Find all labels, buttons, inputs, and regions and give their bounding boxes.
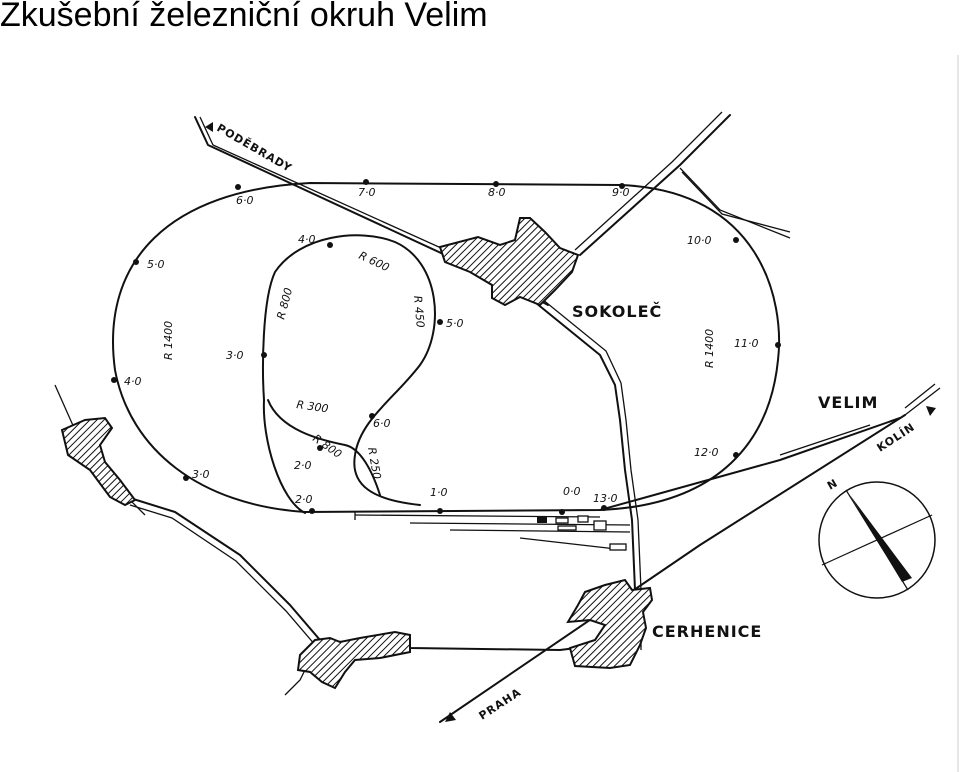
- radius-r1400-east: R 1400: [703, 329, 716, 368]
- station-yard: [354, 512, 631, 551]
- kolin-line-end: [904, 387, 941, 416]
- place-sokolec: SOKOLEČ: [572, 302, 662, 321]
- km-5-0: 5·0: [147, 258, 165, 271]
- km-11-0: 11·0: [734, 337, 759, 350]
- km-10-0: 10·0: [687, 234, 712, 247]
- large-loop-km-labels: 0·0 1·0 2·0 3·0 4·0 5·0 6·0 7·0 8·0 9·0 …: [124, 186, 759, 506]
- sokolec-cerhenice-line-2: [525, 285, 642, 650]
- radius-r250: R 250: [365, 446, 383, 480]
- ne-branch: [679, 167, 791, 239]
- velim-connection-2: [779, 424, 871, 456]
- sokolec-cerhenice-line: [519, 289, 636, 651]
- radius-r1400-west: R 1400: [162, 321, 175, 360]
- radius-r600: R 600: [357, 249, 392, 274]
- large-test-loop: [112, 182, 781, 513]
- radius-r450: R 450: [411, 295, 427, 328]
- west-line: [129, 497, 601, 651]
- km-1-0: 1·0: [430, 486, 448, 499]
- large-loop-km-dots: [111, 179, 781, 515]
- radius-r800-south: R 800: [310, 432, 344, 461]
- compass-circle: [818, 481, 936, 599]
- kolin-line-end-2: [904, 383, 936, 409]
- small-loop-connector: [267, 399, 381, 496]
- ne-line-2: [574, 111, 723, 251]
- cerhenice-town: [566, 578, 654, 670]
- km-7-0: 7·0: [358, 186, 376, 199]
- small-loop-km-labels: 2·0 3·0 4·0 5·0 6·0: [226, 233, 464, 472]
- km-4-0: 4·0: [124, 375, 142, 388]
- small-km-6-0: 6·0: [373, 417, 391, 430]
- direction-podebrady: PODĚBRADY: [205, 121, 294, 175]
- ne-branch-2: [681, 171, 791, 233]
- arrow-left-icon: [205, 122, 213, 132]
- small-km-4-0: 4·0: [298, 233, 316, 246]
- km-13-0: 13·0: [593, 492, 618, 505]
- place-velim: VELIM: [818, 393, 878, 412]
- km-2-0: 2·0: [295, 493, 313, 506]
- page-title: Zkušební železniční okruh Velim: [0, 0, 488, 34]
- small-km-5-0: 5·0: [446, 317, 464, 330]
- km-9-0: 9·0: [612, 186, 630, 199]
- velim-connection: [599, 417, 901, 511]
- west-line-2: [129, 504, 317, 647]
- km-6-0: 6·0: [236, 194, 254, 207]
- small-test-loop: [262, 234, 436, 514]
- direction-kolin: KOLÍN: [875, 406, 936, 455]
- arrow-right-icon: [926, 406, 936, 416]
- west-town: [60, 416, 137, 507]
- small-km-3-0: 3·0: [226, 349, 244, 362]
- sokolec-town: [438, 217, 580, 307]
- compass-rose: N: [818, 476, 936, 599]
- ne-line: [579, 114, 731, 256]
- north-arrow-icon: [850, 495, 912, 582]
- compass-north-label: N: [825, 476, 840, 492]
- arrow-down-left-icon: [445, 712, 456, 722]
- km-8-0: 8·0: [488, 186, 506, 199]
- praha-kolin-main-line: [439, 414, 906, 723]
- km-3-0: 3·0: [192, 468, 210, 481]
- radius-labels: R 1400 R 1400 R 800 R 600 R 450 R 300 R …: [162, 249, 716, 480]
- small-km-2-0: 2·0: [294, 459, 312, 472]
- place-cerhenice: CERHENICE: [652, 622, 762, 641]
- podebrady-line-2: [199, 116, 513, 281]
- km-0-0: 0·0: [563, 485, 581, 498]
- radius-r300: R 300: [296, 398, 330, 415]
- radius-r800-west: R 800: [274, 286, 295, 320]
- south-west-town: [296, 630, 411, 690]
- km-12-0: 12·0: [694, 446, 719, 459]
